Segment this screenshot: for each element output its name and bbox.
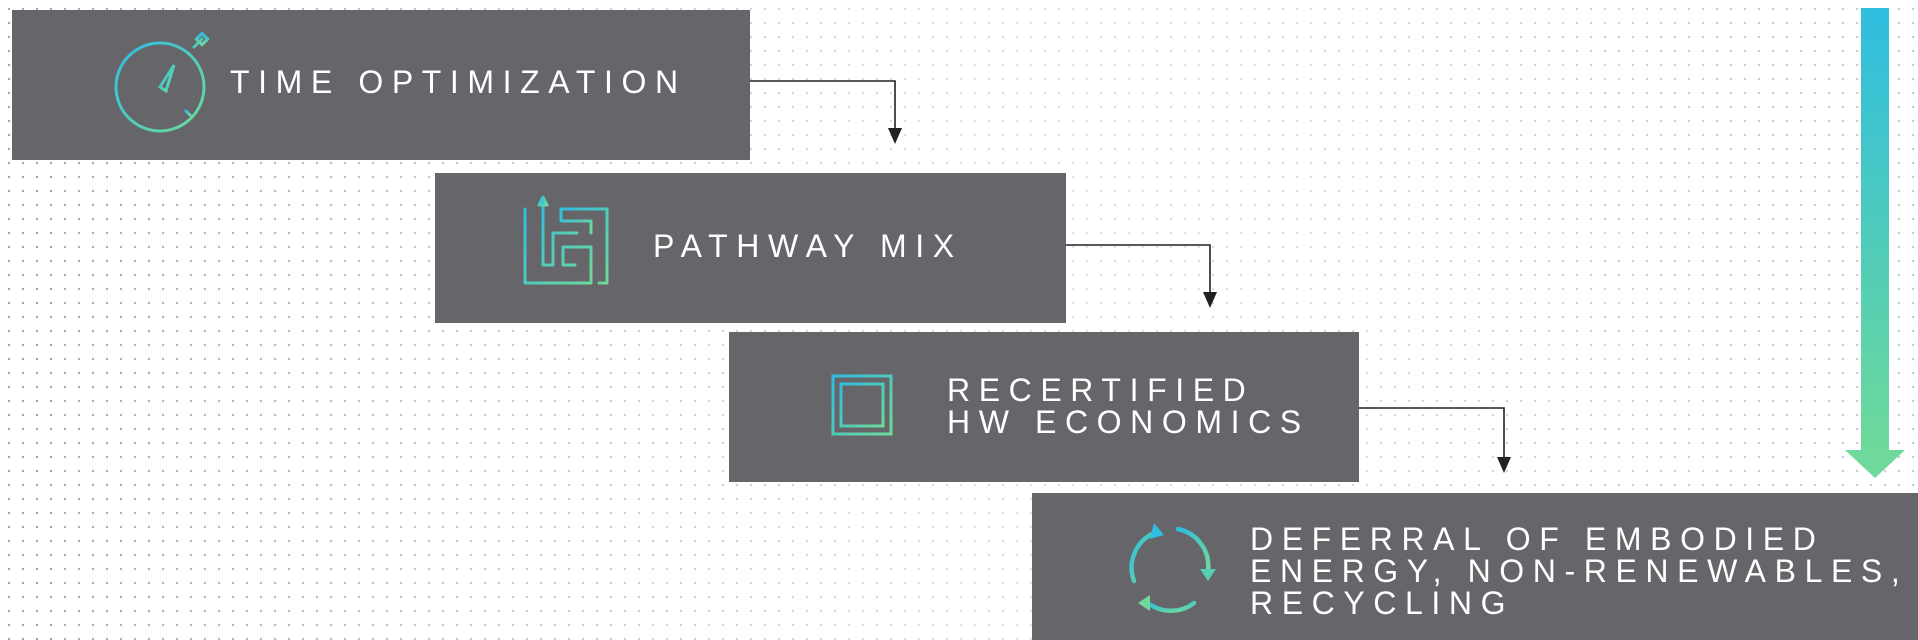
microchip-icon [817, 360, 907, 450]
connector-1 [750, 80, 902, 144]
step-box-deferral-embodied-energy: DEFERRAL OF EMBODIED ENERGY, NON-RENEWAB… [1032, 493, 1918, 640]
flow-direction-arrow [1845, 8, 1905, 478]
step-label-pathway-mix: PATHWAY MIX [653, 228, 963, 264]
stopwatch-icon [94, 28, 210, 133]
maze-path-icon [523, 195, 609, 285]
step-label-deferral-embodied-energy: DEFERRAL OF EMBODIED ENERGY, NON-RENEWAB… [1250, 521, 1909, 621]
step-box-recertified-hw-economics: RECERTIFIED HW ECONOMICS [729, 332, 1359, 482]
step-label-time-optimization: TIME OPTIMIZATION [230, 64, 687, 100]
step-box-pathway-mix: PATHWAY MIX [435, 173, 1066, 323]
step-box-time-optimization: TIME OPTIMIZATION [12, 10, 750, 160]
step-label-recertified-hw-economics: RECERTIFIED HW ECONOMICS [947, 372, 1310, 440]
connector-2 [1066, 244, 1217, 308]
recycle-arrows-icon [1129, 523, 1216, 613]
connector-3 [1359, 407, 1511, 473]
